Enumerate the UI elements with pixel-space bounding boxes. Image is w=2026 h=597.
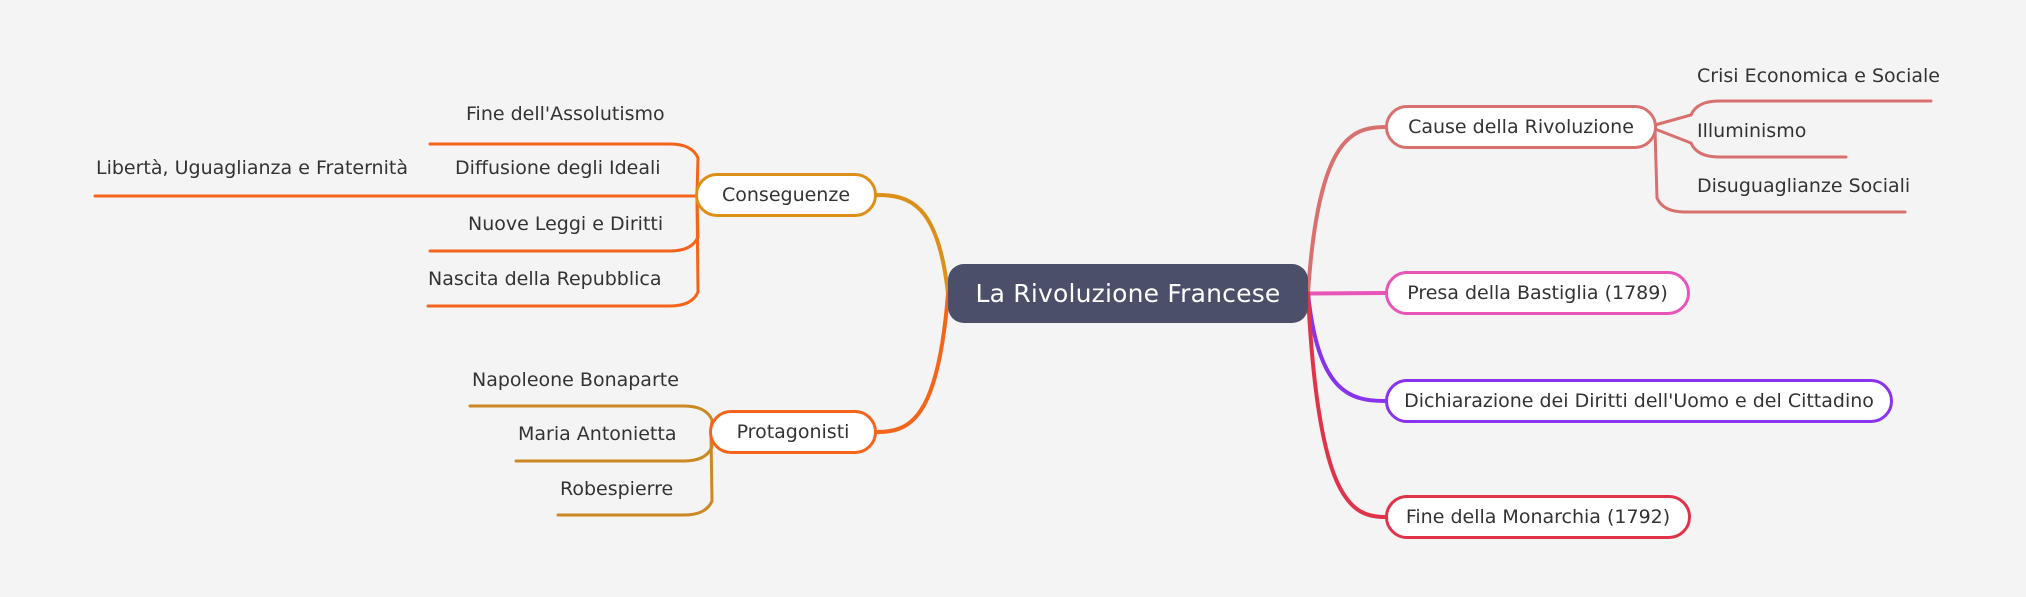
leaf-label-conseguenze-0[interactable]: Fine dell'Assolutismo (466, 103, 665, 125)
branch-node-monarchia[interactable]: Fine della Monarchia (1792) (1385, 495, 1691, 539)
branch-node-label: Cause della Rivoluzione (1408, 115, 1634, 138)
branch-node-label: Fine della Monarchia (1792) (1405, 505, 1671, 528)
leaf-label-conseguenze-1[interactable]: Diffusione degli Ideali (455, 157, 661, 179)
branch-node-cause[interactable]: Cause della Rivoluzione (1385, 105, 1657, 149)
leaf-label-cause-2[interactable]: Disuguaglianze Sociali (1697, 175, 1911, 197)
branch-node-bastiglia[interactable]: Presa della Bastiglia (1789) (1385, 271, 1690, 315)
branch-node-protagonisti[interactable]: Protagonisti (709, 410, 877, 454)
leaf-label-conseguenze-extra-0[interactable]: Libertà, Uguaglianza e Fraternità (96, 157, 408, 179)
branch-node-label: Presa della Bastiglia (1789) (1407, 281, 1668, 304)
leaf-label-cause-0[interactable]: Crisi Economica e Sociale (1697, 65, 1940, 87)
root-node-label: La Rivoluzione Francese (975, 279, 1281, 308)
leaf-label-protagonisti-2[interactable]: Robespierre (560, 478, 674, 500)
leaf-label-cause-1[interactable]: Illuminismo (1697, 120, 1807, 142)
branch-node-label: Conseguenze (721, 183, 851, 206)
branch-node-conseguenze[interactable]: Conseguenze (695, 173, 877, 217)
branch-node-dichiarazione[interactable]: Dichiarazione dei Diritti dell'Uomo e de… (1385, 379, 1893, 423)
leaf-label-protagonisti-1[interactable]: Maria Antonietta (518, 423, 677, 445)
leaf-label-conseguenze-2[interactable]: Nuove Leggi e Diritti (468, 213, 664, 235)
branch-node-label: Dichiarazione dei Diritti dell'Uomo e de… (1404, 389, 1874, 412)
root-node[interactable]: La Rivoluzione Francese (948, 264, 1308, 323)
leaf-label-protagonisti-0[interactable]: Napoleone Bonaparte (472, 369, 679, 391)
leaf-label-conseguenze-3[interactable]: Nascita della Repubblica (428, 268, 662, 290)
branch-node-label: Protagonisti (736, 420, 850, 443)
